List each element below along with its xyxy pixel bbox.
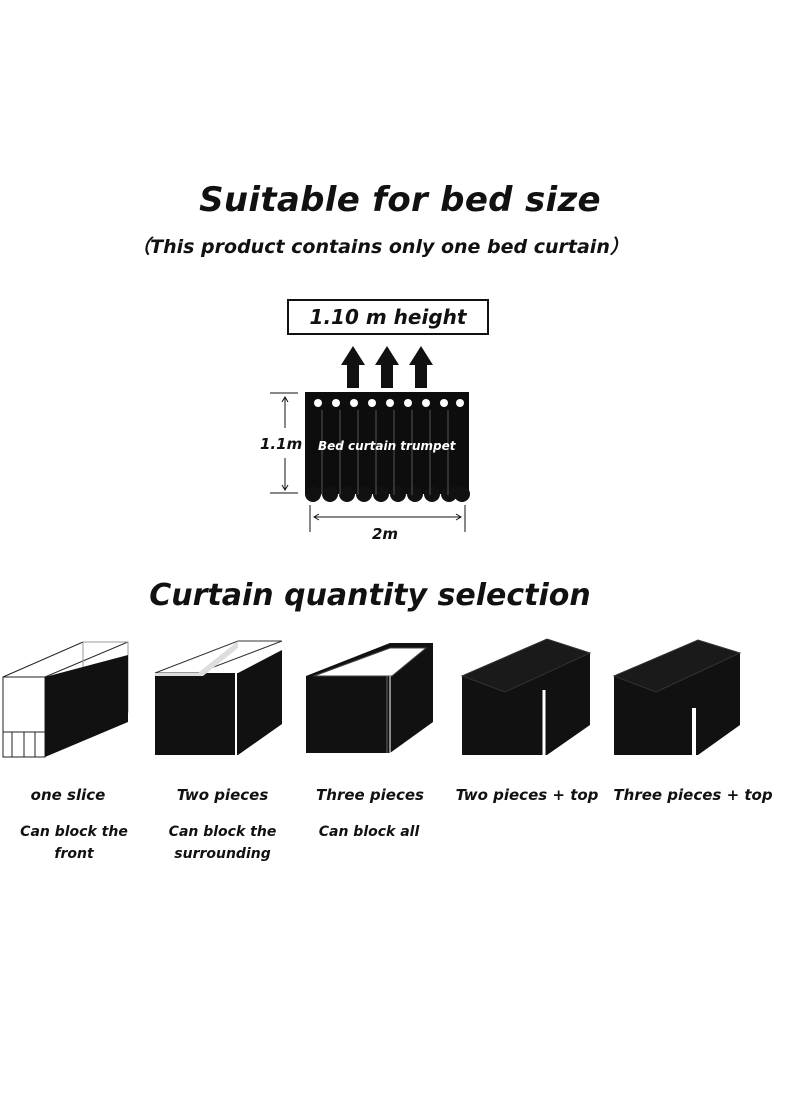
option-label: Two pieces + top [455,786,599,804]
option-two-pieces-top-illustration [460,638,592,755]
curtain-rings [314,399,464,407]
option-three-pieces-top-illustration [612,639,742,755]
width-dimension-line [309,505,466,532]
option-two-pieces-illustration [154,640,283,755]
height-dimension-line [270,392,298,494]
option-description: Can block the surrounding [168,824,277,862]
width-dimension-label: 2m [372,525,399,543]
option-three-pieces-illustration [306,643,433,753]
option-label: Two pieces [176,786,269,804]
arrow-up-icon [341,346,365,388]
option-label: one slice [30,786,106,804]
height-dimension-label: 1.1m [260,435,303,453]
option-label: Three pieces + top [613,786,773,804]
option-description: Can block the front [20,824,128,862]
arrow-up-icon [409,346,433,388]
curtain-panel [305,392,470,502]
height-label-box: 1.10 m height [287,299,489,335]
page-subtitle: （This product contains only one bed curt… [131,236,629,258]
page-title: Suitable for bed size [199,180,601,220]
option-description: Can block all [318,824,420,840]
curtain-label: Bed curtain trumpet [318,439,456,453]
option-label: Three pieces [316,786,424,804]
arrow-up-icon [375,346,399,388]
selection-title: Curtain quantity selection [149,578,591,613]
option-one-slice-illustration [2,641,129,758]
